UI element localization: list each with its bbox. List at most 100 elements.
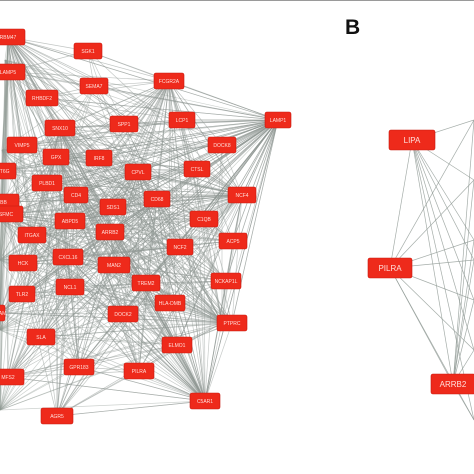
node-box bbox=[367, 257, 413, 279]
network-edge bbox=[169, 194, 243, 304]
network-edge bbox=[59, 127, 223, 146]
network-edge bbox=[67, 256, 178, 346]
gene-node: GPX bbox=[42, 148, 70, 166]
network-edge bbox=[7, 36, 125, 125]
node-box bbox=[0, 63, 26, 81]
node-label: CD68 bbox=[151, 197, 164, 203]
network-edge bbox=[69, 286, 206, 402]
node-box bbox=[166, 238, 194, 256]
node-box bbox=[8, 285, 36, 303]
node-label: RHBDF2 bbox=[32, 96, 52, 102]
network-edge bbox=[1, 149, 80, 368]
network-edge bbox=[1, 149, 206, 402]
panel-a-nodes: RBM47SGK1LAMP5FCGR2ASEMA7RHBDF2LAMP1SPP1… bbox=[0, 28, 292, 425]
network-edge bbox=[98, 157, 243, 196]
network-edge bbox=[7, 256, 69, 378]
network-edge bbox=[59, 127, 206, 402]
node-box bbox=[8, 254, 38, 272]
node-label: TLR2 bbox=[16, 292, 28, 298]
node-box bbox=[54, 212, 86, 230]
network-edge bbox=[0, 219, 206, 402]
network-edge bbox=[0, 127, 61, 203]
network-edge bbox=[98, 119, 279, 159]
network-edge bbox=[40, 119, 279, 338]
node-label: SNX10 bbox=[52, 126, 68, 132]
node-box bbox=[44, 119, 76, 137]
node-box bbox=[264, 111, 292, 129]
top-border-line bbox=[0, 0, 474, 1]
network-edge bbox=[122, 313, 223, 324]
network-edge bbox=[0, 36, 9, 411]
network-edge bbox=[389, 119, 474, 269]
node-label: ARRB2 bbox=[102, 230, 119, 236]
network-edge bbox=[389, 267, 454, 385]
gene-node: ABPD5 bbox=[54, 212, 86, 230]
network-edge bbox=[69, 286, 140, 372]
node-box bbox=[168, 111, 196, 129]
node-label: SGK1 bbox=[81, 49, 95, 55]
gene-node: C1QB bbox=[189, 210, 219, 228]
network-edge bbox=[137, 171, 243, 196]
gene-node: CXCL16 bbox=[52, 248, 84, 266]
node-box bbox=[189, 210, 219, 228]
network-edge bbox=[231, 194, 243, 324]
network-edge bbox=[56, 400, 206, 417]
network-edge bbox=[0, 36, 9, 331]
network-edge bbox=[0, 286, 71, 411]
network-edge bbox=[40, 336, 206, 402]
network-edge bbox=[55, 144, 223, 158]
gene-node: CD4 bbox=[63, 186, 89, 204]
network-edge bbox=[112, 80, 170, 208]
node-box bbox=[109, 115, 139, 133]
node-label: LAMP5 bbox=[0, 70, 16, 76]
node-box bbox=[85, 149, 113, 167]
node-label: CYBB bbox=[0, 200, 7, 206]
network-edge bbox=[55, 156, 198, 170]
node-box bbox=[430, 373, 474, 395]
node-label: ARRB2 bbox=[440, 380, 467, 389]
network-edge bbox=[0, 194, 243, 203]
network-edge bbox=[181, 119, 243, 196]
network-edge bbox=[0, 312, 206, 402]
gene-node: VIMP5 bbox=[6, 136, 38, 154]
network-edge bbox=[7, 71, 223, 324]
node-label: C5AR1 bbox=[197, 399, 213, 405]
network-edge bbox=[411, 139, 474, 301]
gene-node: CPVL bbox=[124, 163, 152, 181]
node-label: MFS2 bbox=[1, 375, 15, 381]
network-edge bbox=[221, 144, 243, 196]
network-edge bbox=[5, 213, 23, 295]
network-edge bbox=[123, 123, 243, 196]
node-box bbox=[79, 77, 109, 95]
network-edge bbox=[78, 80, 170, 368]
network-edge bbox=[221, 194, 243, 324]
node-box bbox=[99, 198, 127, 216]
network-edge bbox=[411, 139, 474, 261]
network-edge bbox=[0, 219, 181, 248]
network-edge bbox=[122, 313, 206, 402]
node-label: SDS1 bbox=[106, 205, 119, 211]
gene-node: ARRB2 bbox=[95, 223, 125, 241]
network-edge bbox=[109, 194, 243, 233]
gene-node: SDS1 bbox=[99, 198, 127, 216]
node-box bbox=[0, 28, 26, 46]
network-edge bbox=[411, 139, 474, 241]
gene-node: MFS2 bbox=[0, 368, 25, 386]
gene-node: TLR2 bbox=[8, 285, 36, 303]
node-label: PILRA bbox=[378, 264, 402, 273]
network-edge bbox=[0, 400, 206, 411]
network-edge bbox=[179, 246, 206, 402]
network-edge bbox=[0, 302, 171, 314]
node-label: CPVL bbox=[131, 170, 144, 176]
network-edge bbox=[69, 220, 223, 324]
network-edge bbox=[55, 156, 124, 315]
node-label: SLA bbox=[36, 335, 46, 341]
network-edge bbox=[56, 344, 178, 417]
node-label: HCK bbox=[18, 261, 29, 267]
network-edge bbox=[78, 322, 223, 368]
network-edge bbox=[40, 282, 147, 338]
network-edge bbox=[0, 280, 227, 411]
network-edge bbox=[411, 139, 474, 351]
node-box bbox=[210, 272, 242, 290]
gene-node: LIPA bbox=[388, 129, 436, 151]
